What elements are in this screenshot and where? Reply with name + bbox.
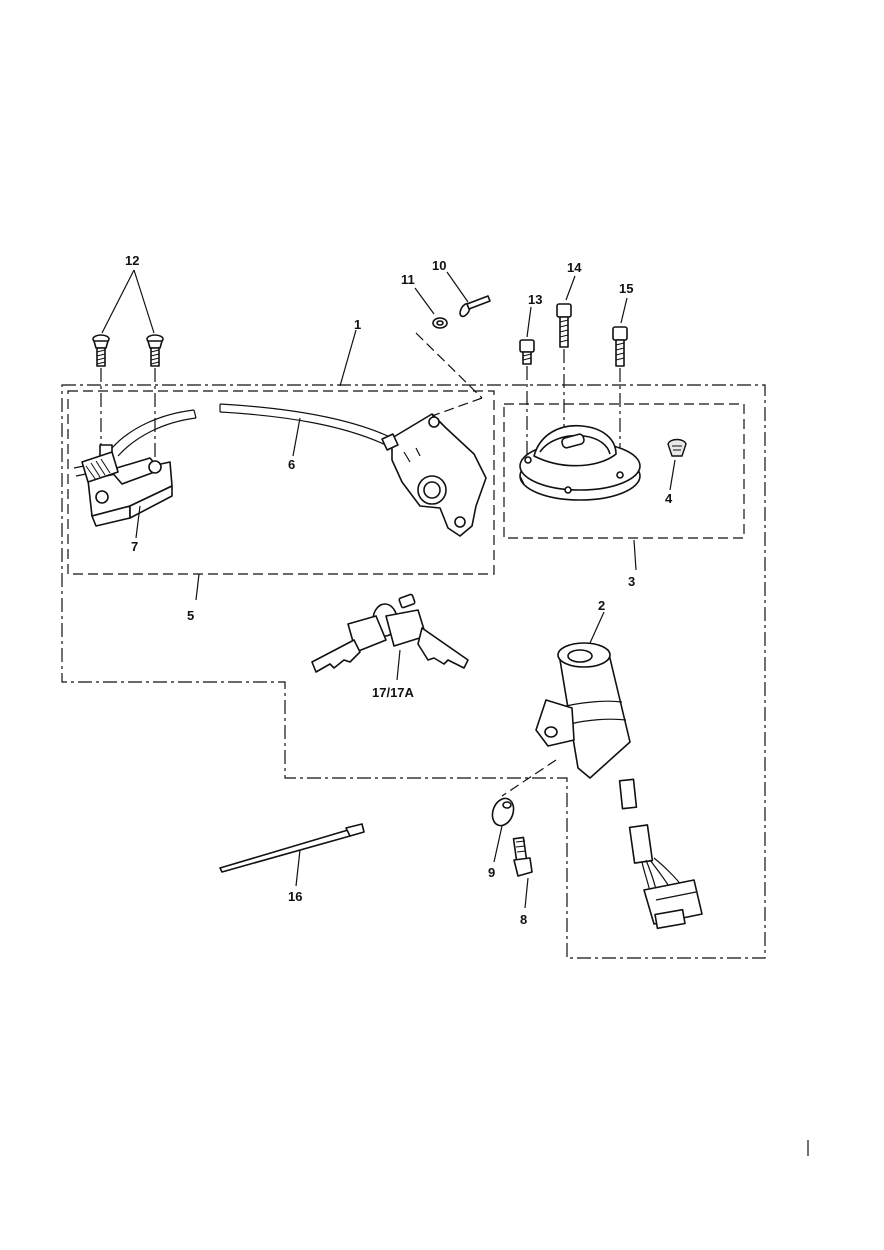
ignition-wire-connector <box>628 824 703 930</box>
part-16-cable-tie <box>219 823 365 873</box>
callout-13: 13 <box>528 292 542 307</box>
boundary-assembly-3 <box>503 403 745 539</box>
callout-9: 9 <box>488 865 495 880</box>
callout-1: 1 <box>354 317 361 332</box>
screw-12-left <box>92 334 110 367</box>
part-4-plug <box>667 438 687 457</box>
callout-16: 16 <box>288 889 302 904</box>
callout-4: 4 <box>665 491 673 506</box>
callout-7: 7 <box>131 539 138 554</box>
part-8-screw <box>512 836 533 877</box>
part-11-washer <box>432 317 448 329</box>
callout-10: 10 <box>432 258 446 273</box>
callout-5: 5 <box>187 608 194 623</box>
callout-3: 3 <box>628 574 635 589</box>
part-6-cable <box>111 403 393 457</box>
screw-12-right <box>146 334 164 367</box>
part-3-fuel-cap <box>519 424 641 501</box>
part-7-lock-bracket <box>73 444 173 527</box>
screw-15 <box>612 326 628 367</box>
part-10-pin <box>459 295 491 318</box>
callout-11: 11 <box>401 272 415 287</box>
boundary-kit-1 <box>61 384 766 959</box>
part-2-ignition-switch <box>535 642 638 810</box>
callout-14: 14 <box>567 260 582 275</box>
part-5-lock-housing <box>381 413 487 537</box>
callout-2: 2 <box>598 598 605 613</box>
callout-12: 12 <box>125 253 139 268</box>
part-9-tag <box>491 797 515 827</box>
screw-13 <box>519 339 535 365</box>
callout-15: 15 <box>619 281 633 296</box>
part-17-keys <box>311 593 469 673</box>
callout-6: 6 <box>288 457 295 472</box>
boundary-assembly-5 <box>67 390 495 575</box>
screw-14 <box>556 303 572 348</box>
callout-8: 8 <box>520 912 527 927</box>
callout-17-17a: 17/17A <box>372 685 415 700</box>
